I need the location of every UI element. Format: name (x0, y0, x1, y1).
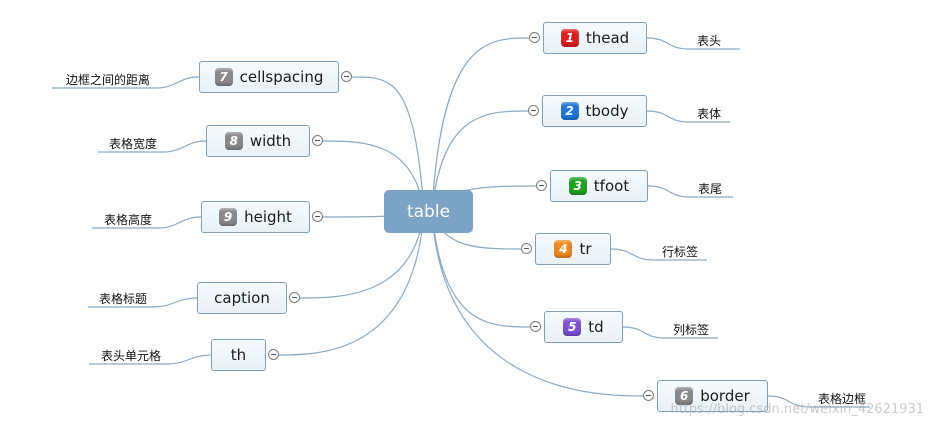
collapse-minus-icon[interactable] (536, 180, 547, 191)
subtopic-caption-desc[interactable]: 表格标题 (99, 292, 148, 306)
collapse-minus-icon[interactable] (312, 135, 323, 146)
topic-label: border (700, 387, 750, 405)
priority-7-icon: 7 (214, 68, 233, 86)
collapse-minus-icon[interactable] (341, 71, 352, 82)
topic-td[interactable]: 5 td (544, 311, 623, 343)
subtopic-td-desc[interactable]: 列标签 (673, 323, 710, 337)
topic-label: td (588, 318, 604, 336)
connector-line (322, 140, 425, 212)
priority-5-icon: 5 (563, 318, 582, 336)
topic-cellspacing[interactable]: 7 cellspacing (199, 61, 339, 93)
priority-9-icon: 9 (219, 208, 238, 226)
topic-label: tr (579, 240, 592, 258)
central-topic-table[interactable]: table (384, 190, 473, 233)
subtopic-tbody-desc[interactable]: 表体 (697, 107, 722, 121)
connector-line (89, 354, 212, 365)
topic-label: tfoot (593, 177, 630, 195)
priority-1-icon: 1 (560, 29, 579, 47)
watermark: https://blog.csdn.net/weixin_42621931 (670, 402, 924, 417)
connector-line (610, 248, 707, 261)
subtopic-border-desc[interactable]: 表格边框 (818, 392, 867, 406)
collapse-minus-icon[interactable] (289, 292, 300, 303)
priority-3-icon: 3 (568, 177, 587, 195)
topic-border[interactable]: 6 border (657, 380, 768, 412)
connector-line (646, 110, 730, 123)
subtopic-cellspacing-desc[interactable]: 边框之间的距离 (66, 73, 151, 87)
collapse-minus-icon[interactable] (268, 349, 279, 360)
topic-height[interactable]: 9 height (201, 201, 310, 233)
connector-line (92, 216, 202, 229)
priority-4-icon: 4 (554, 240, 573, 258)
priority-2-icon: 2 (560, 102, 579, 120)
topic-label: caption (214, 289, 270, 307)
subtopic-height-desc[interactable]: 表格高度 (104, 213, 153, 227)
topic-tr[interactable]: 4 tr (535, 233, 611, 265)
collapse-minus-icon[interactable] (528, 105, 539, 116)
connector-line (98, 140, 207, 153)
subtopic-th-desc[interactable]: 表头单元格 (101, 349, 162, 363)
connector-line (646, 37, 740, 50)
collapse-minus-icon[interactable] (643, 390, 654, 401)
topic-thead[interactable]: 1 thead (543, 22, 647, 54)
topic-th[interactable]: th (211, 339, 266, 371)
topic-label: cellspacing (239, 68, 324, 86)
connector-line (431, 210, 644, 397)
priority-8-icon: 8 (224, 132, 243, 150)
collapse-minus-icon[interactable] (312, 211, 323, 222)
connector-line (767, 395, 870, 408)
priority-6-icon: 6 (675, 387, 694, 405)
subtopic-tfoot-desc[interactable]: 表尾 (698, 182, 723, 196)
topic-tfoot[interactable]: 3 tfoot (550, 170, 648, 202)
collapse-minus-icon[interactable] (530, 321, 541, 332)
subtopic-thead-desc[interactable]: 表头 (697, 34, 722, 48)
connector-line (88, 297, 198, 308)
topic-label: width (249, 132, 292, 150)
topic-label: thead (585, 29, 630, 47)
topic-tbody[interactable]: 2 tbody (542, 95, 647, 127)
connector-line (431, 210, 531, 328)
topic-width[interactable]: 8 width (206, 125, 310, 157)
connector-line (622, 326, 718, 339)
subtopic-tr-desc[interactable]: 行标签 (662, 245, 699, 259)
collapse-minus-icon[interactable] (529, 32, 540, 43)
connector-line (647, 185, 733, 198)
connector-line (431, 110, 529, 212)
connector-line (52, 76, 200, 89)
topic-caption[interactable]: caption (197, 282, 287, 314)
connector-line (278, 210, 425, 356)
topic-label: th (230, 346, 247, 364)
topic-label: tbody (585, 102, 629, 120)
subtopic-width-desc[interactable]: 表格宽度 (109, 137, 158, 151)
topic-label: height (244, 208, 292, 226)
connector-line (351, 76, 425, 212)
connector-line (431, 37, 530, 212)
connector-line (299, 210, 425, 299)
collapse-minus-icon[interactable] (521, 243, 532, 254)
